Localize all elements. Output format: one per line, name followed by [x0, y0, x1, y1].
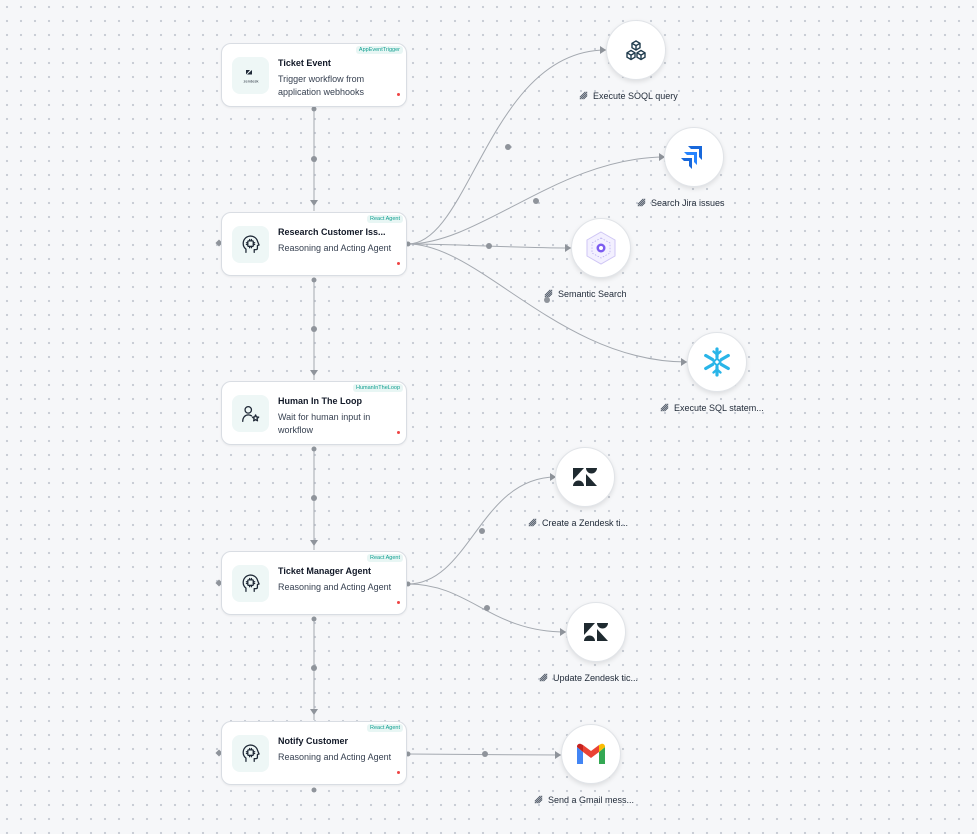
tool-label: Send a Gmail mess... — [533, 794, 653, 805]
edge-manager-update — [407, 583, 567, 633]
status-dot — [397, 93, 400, 96]
node-notify-customer[interactable]: React Agent Notify Customer Reasoning an… — [221, 721, 407, 785]
node-title: Ticket Event — [278, 58, 331, 68]
zendesk-logo-icon: zendesk — [232, 57, 269, 94]
tool-label: Search Jira issues — [636, 197, 756, 208]
node-badge: React Agent — [367, 554, 403, 562]
tool-label-text: Execute SQL statem... — [674, 402, 764, 413]
node-human-in-loop[interactable]: HumanInTheLoop Human In The Loop Wait fo… — [221, 381, 407, 445]
tool-icon — [544, 289, 553, 298]
node-badge: HumanInTheLoop — [352, 384, 403, 392]
svg-text:zendesk: zendesk — [243, 78, 258, 83]
tool-label-text: Semantic Search — [558, 288, 627, 299]
tool-label: Execute SOQL query — [578, 90, 698, 101]
status-dot — [397, 771, 400, 774]
tool-label-text: Search Jira issues — [651, 197, 725, 208]
edge-research-snowflake — [407, 243, 688, 363]
node-description: Reasoning and Acting Agent — [278, 243, 392, 253]
node-title: Human In The Loop — [278, 396, 362, 406]
tool-label: Execute SQL statem... — [659, 402, 779, 413]
tool-icon — [637, 198, 646, 207]
brain-chip-icon — [232, 735, 269, 772]
brain-chip-icon — [232, 226, 269, 263]
node-description: Trigger workflow from application webhoo… — [278, 74, 365, 97]
node-description: Reasoning and Acting Agent — [278, 752, 392, 762]
node-title: Research Customer Iss... — [278, 227, 386, 237]
edge-manager-create — [407, 476, 557, 585]
tool-send-gmail[interactable]: Send a Gmail mess... — [534, 724, 634, 805]
tool-icon — [534, 795, 543, 804]
node-research-agent[interactable]: React Agent Research Customer Iss... Rea… — [221, 212, 407, 276]
status-dot — [397, 262, 400, 265]
node-badge: React Agent — [367, 215, 403, 223]
node-title: Notify Customer — [278, 736, 349, 746]
zendesk-icon — [566, 602, 626, 662]
tool-update-zendesk-ticket[interactable]: Update Zendesk tic... — [539, 602, 638, 683]
salesforce-cubes-icon — [606, 20, 666, 80]
zendesk-icon — [555, 447, 615, 507]
tool-label: Create a Zendesk ti... — [527, 517, 647, 528]
tool-label: Semantic Search — [543, 288, 663, 299]
node-description: Reasoning and Acting Agent — [278, 582, 392, 592]
tool-label: Update Zendesk tic... — [538, 672, 658, 683]
tool-execute-sql[interactable]: Execute SQL statem... — [660, 332, 764, 413]
tool-semantic-search[interactable]: Semantic Search — [544, 218, 631, 299]
tool-label-text: Send a Gmail mess... — [548, 794, 635, 805]
node-description: Wait for human input in workflow — [278, 412, 371, 435]
node-ticket-event[interactable]: AppEventTrigger zendesk Ticket Event Tri… — [221, 43, 407, 107]
tool-execute-soql[interactable]: Execute SOQL query — [579, 20, 678, 101]
status-dot — [397, 431, 400, 434]
node-ticket-manager[interactable]: React Agent Ticket Manager Agent Reasoni… — [221, 551, 407, 615]
tool-icon — [528, 518, 537, 527]
snowflake-icon — [687, 332, 747, 392]
node-title: Ticket Manager Agent — [278, 566, 372, 576]
edge-research-soql — [407, 49, 607, 245]
edge-research-jira — [407, 156, 666, 245]
tool-icon — [539, 673, 548, 682]
node-badge: React Agent — [367, 724, 403, 732]
person-star-icon — [232, 395, 269, 432]
brain-chip-icon — [232, 565, 269, 602]
tool-create-zendesk-ticket[interactable]: Create a Zendesk ti... — [528, 447, 628, 528]
tool-search-jira[interactable]: Search Jira issues — [637, 127, 725, 208]
jira-icon — [664, 127, 724, 187]
tool-icon — [660, 403, 669, 412]
status-dot — [397, 601, 400, 604]
tool-label-text: Execute SOQL query — [593, 90, 678, 101]
tool-label-text: Create a Zendesk ti... — [542, 517, 629, 528]
tool-icon — [579, 91, 588, 100]
semantic-search-icon — [571, 218, 631, 278]
tool-label-text: Update Zendesk tic... — [553, 672, 639, 683]
gmail-icon — [561, 724, 621, 784]
node-badge: AppEventTrigger — [355, 46, 403, 54]
